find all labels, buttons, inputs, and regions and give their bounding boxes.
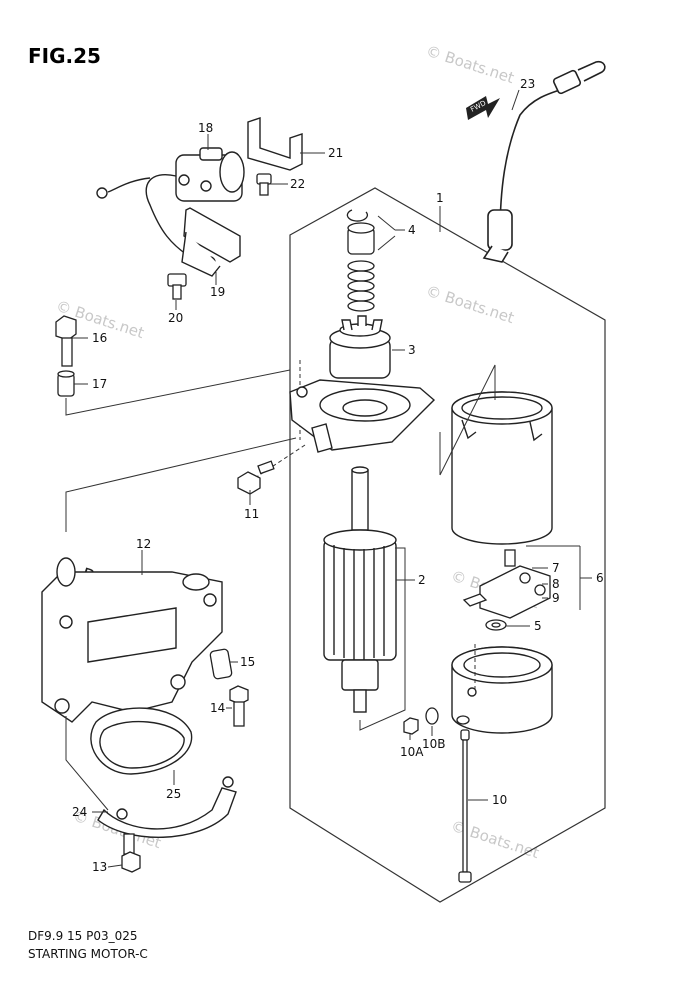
callout-1: 1	[436, 191, 444, 205]
bracket-19-part	[181, 207, 241, 277]
callout-11: 11	[244, 507, 259, 521]
through-bolt-10-part	[458, 729, 472, 883]
callout-16: 16	[92, 331, 107, 345]
callout-9: 9	[552, 591, 560, 605]
brush-holder-part	[462, 549, 551, 619]
figure-title: FIG.25	[28, 44, 101, 68]
callout-25: 25	[166, 787, 181, 801]
bracket-housing-12-part	[41, 557, 223, 723]
callout-19: 19	[210, 285, 225, 299]
watermark: © Boats.net	[424, 42, 517, 87]
washer-10B-part	[425, 707, 439, 725]
footer-model-code: DF9.9 15 P03_025	[28, 929, 138, 943]
callout-10: 10	[492, 793, 507, 807]
drive-kit-4-part	[346, 209, 375, 312]
watermark: © Boats.net	[424, 282, 517, 327]
callout-23: 23	[520, 77, 535, 91]
callout-22: 22	[290, 177, 305, 191]
bolt-11-part	[237, 460, 275, 495]
washer-small-part	[456, 715, 470, 725]
callout-8: 8	[552, 577, 560, 591]
bolt-14-part	[229, 685, 249, 727]
callout-20: 20	[168, 311, 183, 325]
callout-5: 5	[534, 619, 542, 633]
callout-10A: 10A	[400, 745, 424, 759]
pinion-gear-3-part	[329, 315, 391, 379]
bolt-16-part	[55, 315, 77, 367]
bolt-13-part	[121, 833, 141, 873]
callout-6: 6	[596, 571, 604, 585]
callout-labels: 1 2 3 4 5 6 7 8 9 10 10A 10B 11 12 13 14…	[72, 77, 604, 874]
bolt-20-part	[167, 273, 187, 300]
callout-3: 3	[408, 343, 416, 357]
yoke-part	[451, 391, 553, 545]
callout-24: 24	[72, 805, 87, 819]
assembly-outline	[289, 187, 606, 903]
callout-13: 13	[92, 860, 107, 874]
screw-22-part	[256, 173, 272, 196]
callout-17: 17	[92, 377, 107, 391]
battery-cable-part	[482, 60, 606, 263]
fwd-arrow-icon: FWD	[466, 96, 500, 120]
callout-15: 15	[240, 655, 255, 669]
rear-cover-part	[451, 646, 553, 734]
callout-4: 4	[408, 223, 416, 237]
callout-14: 14	[210, 701, 225, 715]
callout-7: 7	[552, 561, 560, 575]
leader-lines	[72, 89, 592, 868]
band-25-part	[90, 707, 193, 775]
footer-section-name: STARTING MOTOR-C	[28, 947, 148, 961]
nut-10A-part	[403, 717, 419, 735]
washer-5-part	[485, 619, 507, 631]
sleeve-15-part	[209, 648, 233, 680]
sleeve-17-part	[57, 370, 75, 397]
callout-2: 2	[418, 573, 426, 587]
callout-10B: 10B	[422, 737, 446, 751]
callout-12: 12	[136, 537, 151, 551]
callout-21: 21	[328, 146, 343, 160]
armature-2-part	[323, 466, 397, 713]
callout-18: 18	[198, 121, 213, 135]
front-housing-part	[289, 379, 436, 453]
bracket-21-part	[247, 117, 303, 171]
